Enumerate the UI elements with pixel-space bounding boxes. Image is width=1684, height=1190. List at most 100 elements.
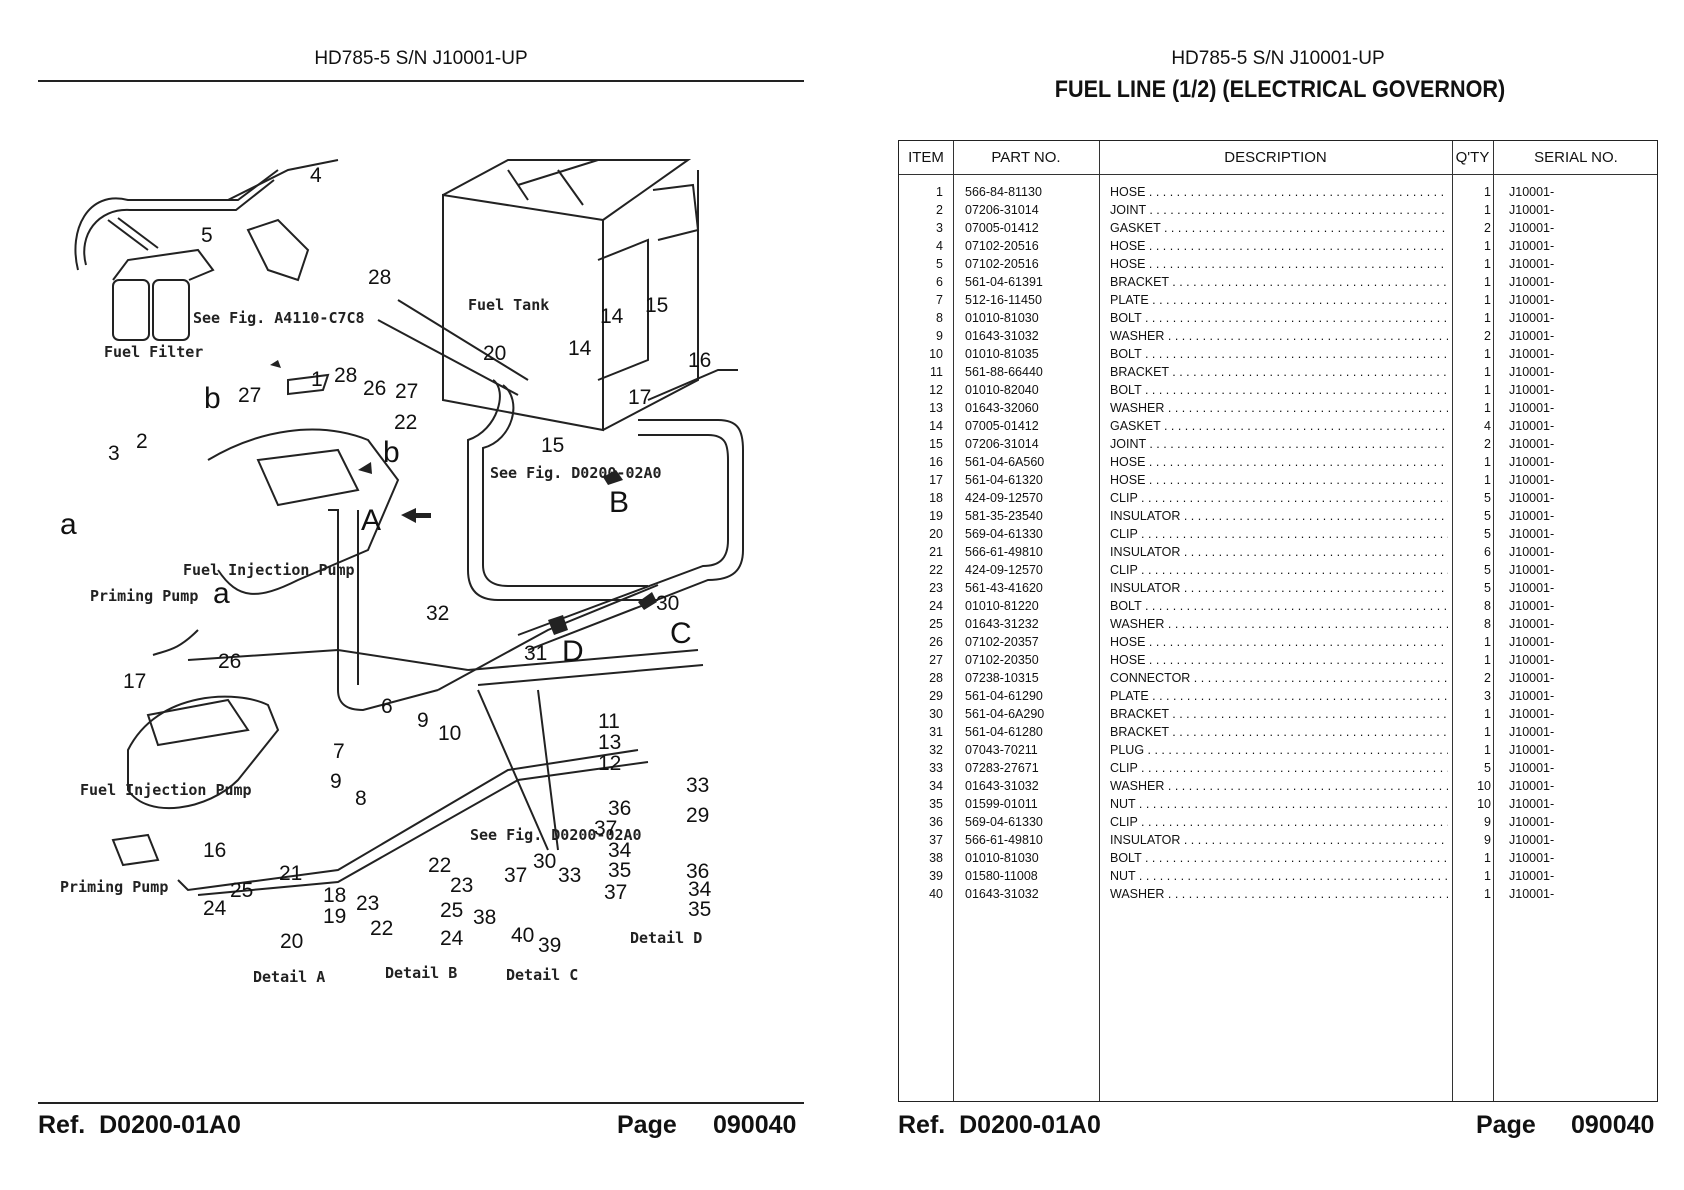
item-cell: 16 [929,455,943,469]
part-no-cell: 07102-20516 [965,239,1039,253]
part-no-cell: 512-16-11450 [965,293,1042,307]
svg-text:37: 37 [594,817,617,840]
item-cell: 9 [936,329,943,343]
description-cell: HOSE . . . . . . . . . . . . . . . . . .… [1110,635,1448,649]
qty-cell: 1 [1484,473,1491,487]
qty-cell: 1 [1484,851,1491,865]
description-cell: PLATE . . . . . . . . . . . . . . . . . … [1110,689,1448,703]
svg-text:12: 12 [598,752,621,775]
svg-text:10: 10 [438,722,461,745]
description-cell: WASHER . . . . . . . . . . . . . . . . .… [1110,887,1448,901]
item-cell: 20 [929,527,943,541]
part-no-cell: 561-04-61320 [965,473,1043,487]
svg-text:a: a [213,577,230,610]
item-cell: 32 [929,743,943,757]
qty-cell: 1 [1484,383,1491,397]
svg-text:34: 34 [608,839,632,862]
serial-cell: J10001- [1509,833,1555,847]
svg-text:24: 24 [440,927,464,950]
svg-text:2: 2 [136,430,148,453]
description-cell: BOLT . . . . . . . . . . . . . . . . . .… [1110,851,1448,865]
item-cell: 19 [929,509,943,523]
svg-text:24: 24 [203,897,227,920]
part-no-cell: 01580-11008 [965,869,1038,883]
svg-text:9: 9 [417,709,429,732]
detail-a-label: Detail A [253,968,325,986]
serial-cell: J10001- [1509,527,1555,541]
qty-cell: 2 [1484,437,1491,451]
svg-text:26: 26 [363,377,386,400]
priming-pump-label-2: Priming Pump [60,878,168,896]
qty-cell: 2 [1484,221,1491,235]
serial-cell: J10001- [1509,779,1555,793]
serial-cell: J10001- [1509,239,1555,253]
svg-text:14: 14 [600,305,624,328]
part-no-cell: 07206-31014 [965,437,1039,451]
qty-cell: 3 [1484,689,1491,703]
col-header-qty: Q'TY [1455,149,1490,166]
part-no-cell: 07102-20357 [965,635,1039,649]
item-cell: 29 [929,689,943,703]
item-cell: 26 [929,635,943,649]
qty-cell: 1 [1484,455,1491,469]
part-no-cell: 07005-01412 [965,419,1039,433]
priming-pump-label-1: Priming Pump [90,587,198,605]
qty-cell: 1 [1484,725,1491,739]
svg-text:22: 22 [370,917,393,940]
svg-text:a: a [60,508,77,541]
svg-text:27: 27 [395,380,418,403]
svg-text:7: 7 [333,740,345,763]
col-header-item: ITEM [908,149,944,166]
description-cell: WASHER . . . . . . . . . . . . . . . . .… [1110,329,1448,343]
svg-text:20: 20 [280,930,303,953]
serial-cell: J10001- [1509,383,1555,397]
description-cell: BOLT . . . . . . . . . . . . . . . . . .… [1110,383,1448,397]
left-footer-page-number: 090040 [713,1111,797,1139]
svg-text:37: 37 [504,864,527,887]
svg-text:37: 37 [604,881,627,904]
svg-text:3: 3 [108,442,120,465]
part-no-cell: 01010-82040 [965,383,1039,397]
part-no-cell: 01643-31032 [965,329,1039,343]
svg-text:8: 8 [355,787,367,810]
qty-cell: 1 [1484,293,1491,307]
description-cell: NUT . . . . . . . . . . . . . . . . . . … [1110,869,1448,883]
serial-cell: J10001- [1509,707,1555,721]
svg-text:40: 40 [511,924,534,947]
svg-text:26: 26 [218,650,241,673]
qty-cell: 2 [1484,329,1491,343]
item-cell: 21 [929,545,943,559]
part-no-cell: 07206-31014 [965,203,1039,217]
item-cell: 12 [929,383,943,397]
see-fig-a4110-label: See Fig. A4110-C7C8 [193,309,365,327]
item-cell: 38 [929,851,943,865]
qty-cell: 1 [1484,707,1491,721]
part-no-cell: 566-61-49810 [965,545,1043,559]
serial-cell: J10001- [1509,509,1555,523]
part-no-cell: 07005-01412 [965,221,1039,235]
item-cell: 11 [930,365,943,379]
detail-b-label: Detail B [385,964,457,982]
qty-cell: 1 [1484,887,1491,901]
part-no-cell: 424-09-12570 [965,491,1043,505]
description-cell: JOINT . . . . . . . . . . . . . . . . . … [1110,203,1448,217]
item-cell: 15 [929,437,943,451]
item-cell: 7 [936,293,943,307]
description-cell: HOSE . . . . . . . . . . . . . . . . . .… [1110,239,1448,253]
svg-text:4: 4 [310,164,322,187]
serial-cell: J10001- [1509,599,1555,613]
item-cell: 10 [929,347,943,361]
part-no-cell: 01643-31232 [965,617,1039,631]
item-cell: 13 [929,401,943,415]
part-no-cell: 01010-81030 [965,311,1039,325]
svg-text:9: 9 [330,770,342,793]
svg-text:28: 28 [334,364,357,387]
